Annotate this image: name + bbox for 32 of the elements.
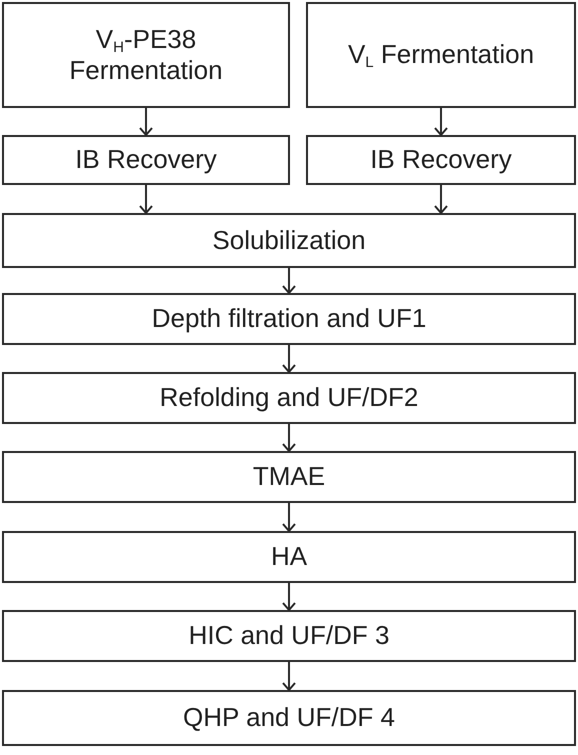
process-box — [306, 135, 576, 185]
arrow — [282, 583, 296, 611]
arrow — [434, 108, 448, 136]
arrow — [139, 108, 153, 136]
step-label: HA — [270, 541, 308, 573]
step-label: V$_{H}$-PE38 Fermentation — [68, 24, 224, 86]
arrow — [282, 424, 296, 452]
arrow — [434, 185, 448, 214]
process-box — [2, 451, 576, 503]
step-label: IB Recovery — [75, 144, 217, 176]
step-label: TMAE — [252, 461, 326, 493]
process-box — [2, 135, 290, 185]
process-box — [2, 690, 576, 746]
step-label: Solubilization — [212, 224, 366, 256]
step-label: QHP and UF/DF 4 — [183, 702, 395, 734]
step-label: V$_{L}$ Fermentation — [348, 39, 534, 71]
arrow — [139, 185, 153, 214]
arrow — [282, 662, 296, 691]
process-box — [2, 531, 576, 583]
step-label: Refolding and UF/DF2 — [160, 382, 418, 414]
arrow — [282, 345, 296, 373]
step-label: Depth filtration and UF1 — [152, 303, 426, 335]
process-box — [2, 372, 576, 424]
process-box — [306, 2, 576, 108]
process-box — [2, 2, 290, 108]
arrow — [282, 268, 296, 294]
process-box — [2, 293, 576, 345]
step-label: HIC and UF/DF 3 — [188, 620, 390, 652]
arrow — [282, 503, 296, 532]
process-box — [2, 213, 576, 268]
process-box — [2, 610, 576, 662]
step-label: IB Recovery — [370, 144, 512, 176]
